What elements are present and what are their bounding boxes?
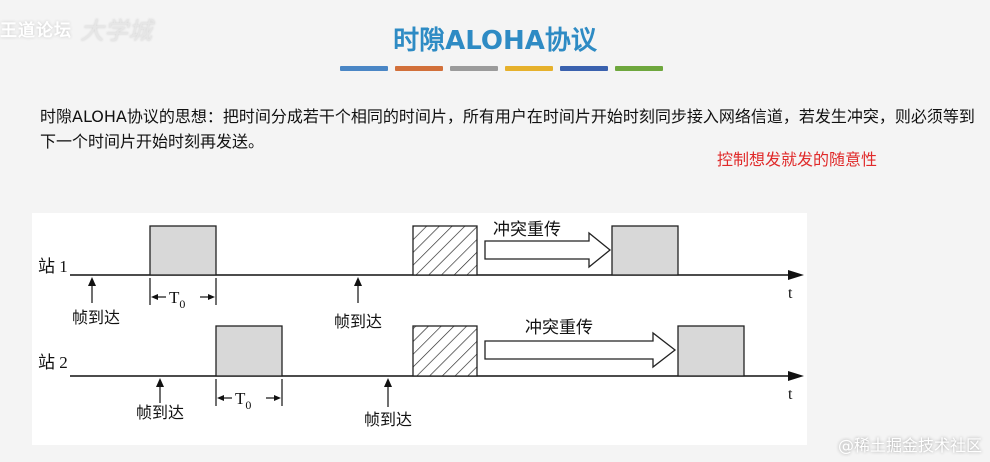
station-2-retransmit-label: 冲突重传 [525, 318, 593, 337]
station-1-slot-subscript: 0 [179, 297, 185, 311]
station-1-slot-label: T0 [169, 288, 185, 311]
station-2-frame [215, 325, 283, 377]
station-2-slot-subscript: 0 [245, 398, 251, 412]
station-1-arrival-arrow [88, 277, 96, 303]
color-bar-segment [340, 66, 388, 71]
station-2-label: 站 2 [38, 353, 68, 372]
station-1-retransmit-label: 冲突重传 [493, 220, 561, 239]
station-1-slot-bracket [149, 278, 217, 305]
station-2-time-arrowhead [788, 371, 804, 381]
station-1-retransmitted-frame [611, 225, 679, 276]
station-1-time-arrowhead [788, 270, 804, 280]
site-logo: 王道论坛 大学城 [0, 14, 152, 45]
station-2-retransmit-arrow [484, 331, 677, 369]
timing-diagram-svg: 站 1 t 帧到达 帧到达 T0 冲突 [38, 220, 804, 429]
station-2-slot-bracket [215, 379, 283, 406]
station-2-slot-label: T0 [235, 389, 251, 412]
color-bar [340, 66, 663, 71]
station-2-time-label: t [788, 386, 793, 403]
station-2-arrival-arrow [384, 378, 392, 407]
slide-title: 时隙ALOHA协议 [393, 26, 597, 56]
station-1-label: 站 1 [38, 257, 68, 276]
station-2-retransmitted-frame [677, 325, 745, 377]
station-2-arrival-arrow [156, 378, 164, 403]
station-2-collision-frame [412, 325, 478, 377]
color-bar-segment [615, 66, 663, 71]
station-1-slot-letter: T [169, 288, 180, 307]
color-bar-segment [505, 66, 553, 71]
timing-diagram: 站 1 t 帧到达 帧到达 T0 冲突 [32, 213, 807, 445]
logo-mark: 大学城 [80, 16, 152, 45]
station-1-arrival-label-1: 帧到达 [72, 309, 120, 327]
color-bar-segment [450, 66, 498, 71]
logo-text: 王道论坛 [0, 20, 72, 41]
station-1-arrival-arrow [354, 277, 362, 303]
station-1-collision-frame [412, 225, 478, 276]
station-1-arrival-label-2: 帧到达 [334, 313, 382, 331]
protocol-description: 时隙ALOHA协议的思想：把时间分成若干个相同的时间片，所有用户在时间片开始时刻… [40, 107, 975, 151]
color-bar-segment [395, 66, 443, 71]
station-2-arrival-label-1: 帧到达 [136, 404, 184, 422]
station-2-arrival-label-2: 帧到达 [364, 411, 412, 429]
station-1-time-label: t [788, 285, 793, 302]
station-1-frame [149, 225, 217, 276]
station-1-retransmit-arrow [484, 231, 612, 269]
color-bar-segment [560, 66, 608, 71]
station-2-slot-letter: T [235, 389, 246, 408]
red-note: 控制想发就发的随意性 [717, 150, 878, 169]
watermark: @稀土掘金技术社区 [837, 436, 982, 455]
